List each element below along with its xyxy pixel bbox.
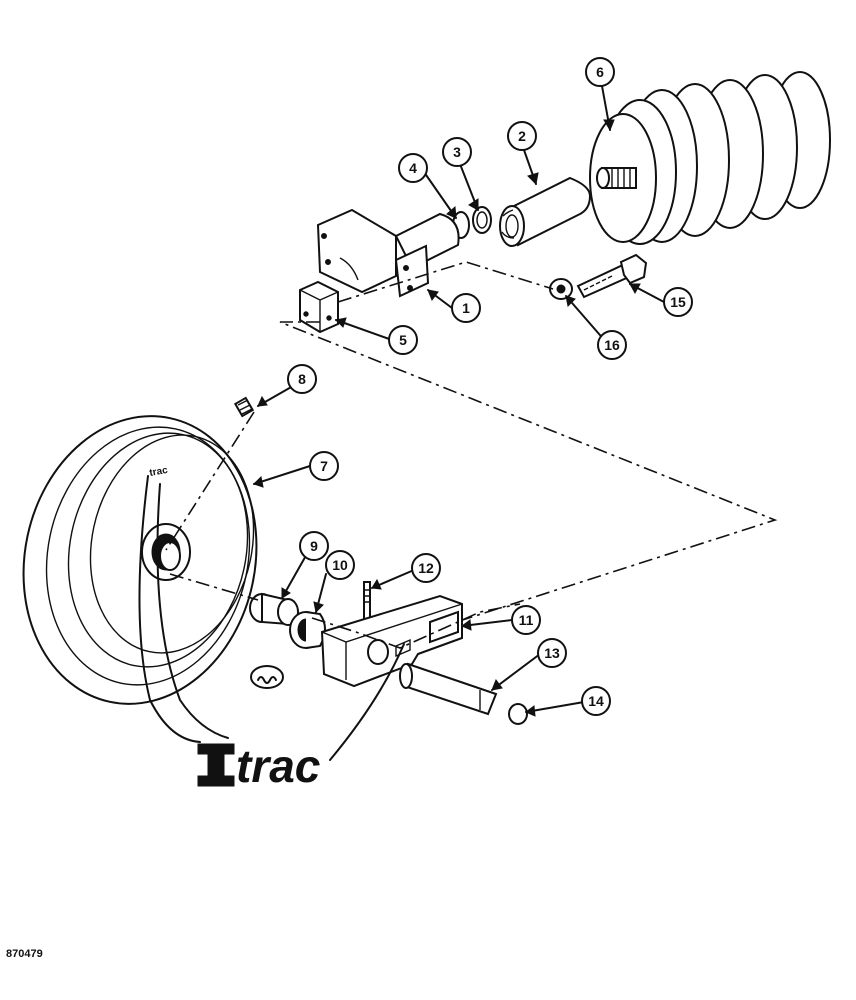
figure-id-label: 870479 — [6, 948, 43, 960]
callout-14: 14 — [581, 686, 611, 716]
callout-12: 12 — [411, 553, 441, 583]
part-14-o-ring — [508, 703, 528, 725]
part-13-shaft — [399, 662, 498, 716]
part-1-yoke — [316, 208, 460, 298]
callout-15: 15 — [663, 287, 693, 317]
callout-16: 16 — [597, 330, 627, 360]
brand-logo-text: trac — [236, 740, 320, 792]
callout-2: 2 — [507, 121, 537, 151]
callout-6: 6 — [585, 57, 615, 87]
leader-lines — [253, 85, 665, 713]
part-11-bracket — [320, 594, 463, 688]
callout-10: 10 — [325, 550, 355, 580]
wheel-small-brand-mark: trac — [149, 465, 169, 479]
svg-text:11: 11 — [519, 612, 534, 628]
callout-1: 1 — [451, 293, 481, 323]
svg-text:9: 9 — [310, 538, 318, 554]
svg-text:10: 10 — [332, 557, 348, 573]
brand-callout-lines — [138, 475, 405, 761]
part-16-washer — [549, 278, 573, 300]
svg-text:5: 5 — [399, 332, 407, 348]
callout-7: 7 — [309, 451, 339, 481]
part-6-recoil-spring — [589, 71, 831, 245]
svg-text:2: 2 — [518, 128, 526, 144]
callout-11: 11 — [511, 605, 541, 635]
callout-8: 8 — [287, 364, 317, 394]
svg-text:7: 7 — [320, 458, 328, 474]
part-2-sleeve — [499, 176, 592, 247]
svg-text:13: 13 — [544, 645, 560, 661]
svg-text:4: 4 — [409, 160, 417, 176]
seal-detail-inset — [250, 665, 284, 689]
leader-arrowheads — [253, 119, 641, 717]
part-10-seal — [289, 611, 326, 649]
brand-logo: trac — [197, 740, 320, 792]
part-5-cap — [299, 280, 339, 334]
svg-text:1: 1 — [462, 300, 470, 316]
svg-text:16: 16 — [604, 337, 620, 353]
svg-text:8: 8 — [298, 371, 306, 387]
svg-text:3: 3 — [453, 144, 461, 160]
callout-4: 4 — [398, 153, 428, 183]
alignment-line-upper — [279, 261, 778, 641]
part-3-o-ring — [472, 206, 492, 234]
svg-text:12: 12 — [418, 560, 434, 576]
callout-13: 13 — [537, 638, 567, 668]
svg-text:6: 6 — [596, 64, 604, 80]
part-15-bolt — [576, 253, 648, 299]
callout-3: 3 — [442, 137, 472, 167]
svg-text:15: 15 — [670, 294, 686, 310]
callout-9: 9 — [299, 531, 329, 561]
svg-text:14: 14 — [588, 693, 604, 709]
alignment-line-lower — [165, 411, 521, 649]
part-8-set-screw — [233, 396, 255, 418]
callout-5: 5 — [388, 325, 418, 355]
part-9-bushing — [249, 592, 299, 626]
